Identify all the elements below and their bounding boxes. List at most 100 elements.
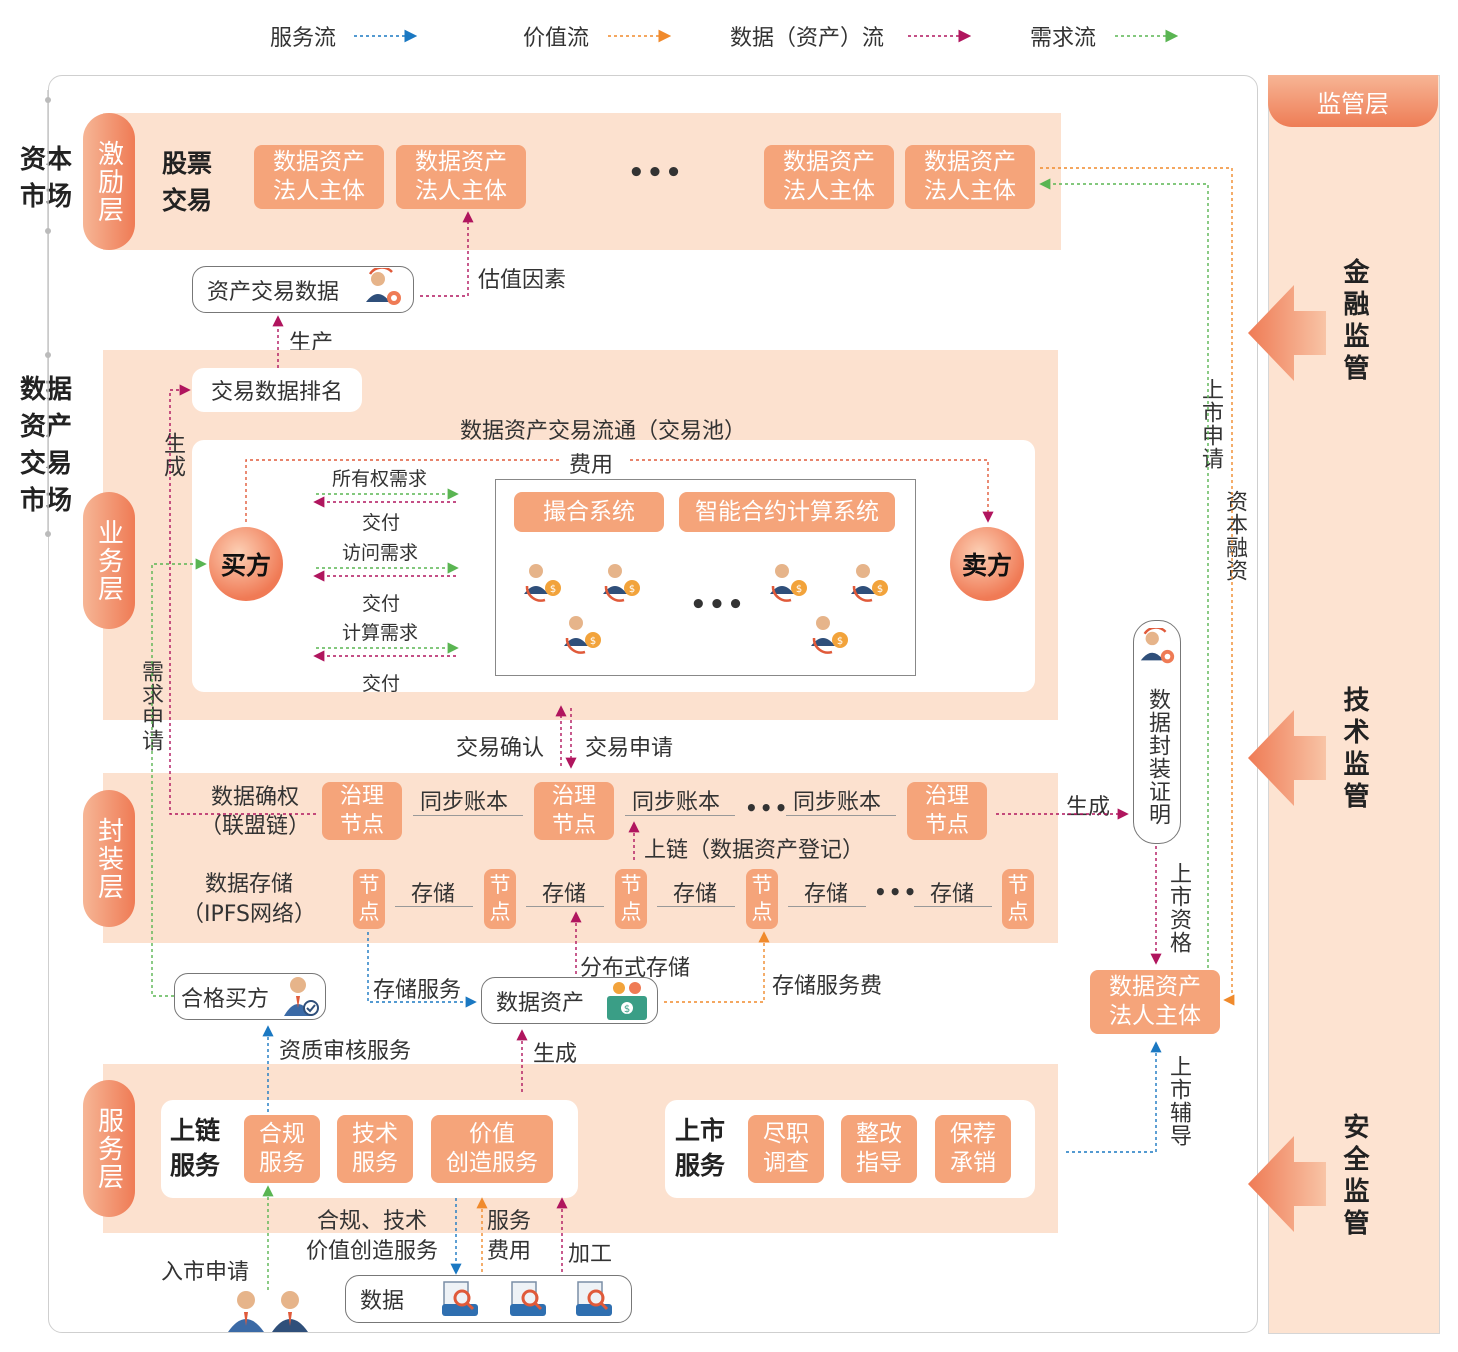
gov-node-3: 治理 节点 — [907, 782, 987, 840]
delivery-label-1: 交付 — [362, 512, 401, 534]
people-gear-icon — [362, 266, 404, 314]
due-diligence-button: 尽职 调查 — [748, 1115, 824, 1183]
service-fee-label: 服务 费用 — [487, 1209, 532, 1264]
capital-financing-label: 资本融资 — [1222, 490, 1247, 582]
cert-label: 数据封装证明 — [1145, 688, 1170, 826]
demand-apply-label: 需求申请 — [138, 660, 163, 752]
supervision-header: 监管层 — [1268, 75, 1438, 127]
incentive-entity-3: 数据资产 法人主体 — [764, 145, 894, 209]
data-text: 数据 — [360, 1289, 405, 1314]
fee-label: 费用 — [569, 453, 614, 478]
capital-market-label: 资本 市场 — [19, 145, 72, 212]
trade-confirm-label: 交易确认 — [456, 736, 545, 761]
incentive-entity-4: 数据资产 法人主体 — [905, 145, 1035, 209]
verified-user-icon — [280, 974, 322, 1022]
users-icon — [226, 1288, 318, 1336]
seller-circle: 卖方 — [950, 527, 1024, 601]
listing-qualification-label: 上市资格 — [1166, 862, 1191, 954]
onchain-service-title: 上链 服务 — [170, 1116, 221, 1180]
legend-value-flow: 价值流 — [523, 26, 590, 51]
incentive-entity-2: 数据资产 法人主体 — [396, 145, 526, 209]
storage-fee-label: 存储服务费 — [772, 974, 883, 999]
people-gear-icon — [1137, 626, 1177, 672]
participant-icon: $ — [848, 560, 892, 608]
storage-line-4 — [788, 906, 866, 907]
service-layer-pill: 服务层 — [83, 1080, 135, 1217]
storage-node-3: 节 点 — [615, 869, 647, 929]
generate-vertical-label: 生成 — [160, 432, 185, 478]
listing-apply-label: 上市申请 — [1198, 378, 1223, 470]
participant-icon: $ — [808, 612, 852, 660]
storage-title-label: 数据存储 （IPFS网络） — [182, 872, 316, 927]
delivery-label-3: 交付 — [362, 673, 401, 695]
generate-bottom-label: 生成 — [533, 1042, 578, 1067]
svg-text:$: $ — [629, 584, 635, 595]
participant-icon: $ — [767, 560, 811, 608]
svg-text:$: $ — [624, 1004, 630, 1015]
stock-trading-label: 股票 交易 — [162, 149, 213, 215]
participant-icon: $ — [600, 560, 644, 608]
svg-text:$: $ — [877, 584, 883, 595]
technical-supervision-label: 技术监管 — [1339, 686, 1369, 814]
compliance-service-button: 合规 服务 — [244, 1115, 320, 1183]
storage-ellipsis: ••• — [874, 880, 919, 904]
sync-ledger-3: 同步账本 — [793, 790, 882, 815]
entry-apply-label: 入市申请 — [161, 1260, 250, 1285]
main-frame — [48, 75, 1258, 1333]
distributed-storage-label: 分布式存储 — [580, 956, 691, 981]
value-creation-button: 价值 创造服务 — [431, 1115, 553, 1183]
smart-contract-button: 智能合约计算系统 — [679, 492, 895, 532]
listing-service-title: 上市 服务 — [675, 1116, 726, 1180]
ownership-demand-label: 所有权需求 — [332, 468, 428, 490]
legend-service-flow: 服务流 — [270, 26, 337, 51]
data-asset-box: 数据资产 — [481, 977, 658, 1024]
delivery-label-2: 交付 — [362, 593, 401, 615]
ledger-line-1 — [413, 815, 523, 816]
incentive-layer-pill: 激励层 — [83, 113, 135, 250]
generate-h-label: 生成 — [1066, 795, 1111, 820]
qualified-buyer-text: 合格买方 — [181, 986, 270, 1012]
participant-icon: $ — [521, 560, 565, 608]
storage-label-2: 存储 — [542, 882, 587, 907]
svg-text:$: $ — [550, 584, 556, 595]
data-search-icon — [508, 1280, 548, 1322]
valuation-factor-label: 估值因素 — [478, 268, 567, 293]
money-gear-icon: $ — [605, 980, 649, 1026]
underwrite-button: 保荐 承销 — [935, 1115, 1011, 1183]
pool-ellipsis: ••• — [690, 590, 746, 620]
financial-supervision-label: 金融监管 — [1339, 258, 1369, 386]
storage-node-1: 节 点 — [353, 869, 385, 929]
ranking-text: 交易数据排名 — [210, 380, 343, 405]
storage-line-5 — [914, 906, 992, 907]
qualification-review-label: 资质审核服务 — [279, 1039, 412, 1064]
incentive-entity-1: 数据资产 法人主体 — [254, 145, 384, 209]
gov-node-1: 治理 节点 — [322, 782, 402, 840]
encapsulation-layer-pill: 封装层 — [83, 790, 135, 927]
access-demand-label: 访问需求 — [342, 542, 419, 564]
trade-apply-label: 交易申请 — [585, 736, 674, 761]
incentive-ellipsis: ••• — [628, 158, 684, 188]
pool-title: 数据资产交易流通（交易池） — [460, 419, 747, 444]
security-arrow-icon — [1248, 1136, 1326, 1236]
storage-node-5: 节 点 — [1002, 869, 1034, 929]
storage-label-1: 存储 — [411, 882, 456, 907]
ranking-box: 交易数据排名 — [192, 368, 362, 412]
gov-node-2: 治理 节点 — [534, 782, 614, 840]
storage-line-1 — [395, 906, 473, 907]
legend-data-flow: 数据（资产）流 — [730, 26, 885, 51]
legal-entity-box: 数据资产 法人主体 — [1090, 970, 1220, 1034]
data-trading-market-label: 数据 资产 交易 市场 — [19, 375, 72, 516]
asset-trading-data-text: 资产交易数据 — [207, 279, 340, 305]
ledger-line-3 — [786, 815, 896, 816]
participant-icon: $ — [561, 612, 605, 660]
storage-label-3: 存储 — [673, 882, 718, 907]
listing-coaching-label: 上市辅导 — [1166, 1055, 1191, 1147]
storage-node-4: 节 点 — [746, 869, 778, 929]
sync-ledger-1: 同步账本 — [420, 790, 509, 815]
technical-arrow-icon — [1248, 710, 1326, 810]
ledger-line-2 — [625, 815, 735, 816]
rights-label: 数据确权 （联盟链） — [200, 785, 311, 839]
storage-line-3 — [657, 906, 735, 907]
rectify-button: 整改 指导 — [841, 1115, 917, 1183]
svg-text:$: $ — [590, 636, 596, 647]
